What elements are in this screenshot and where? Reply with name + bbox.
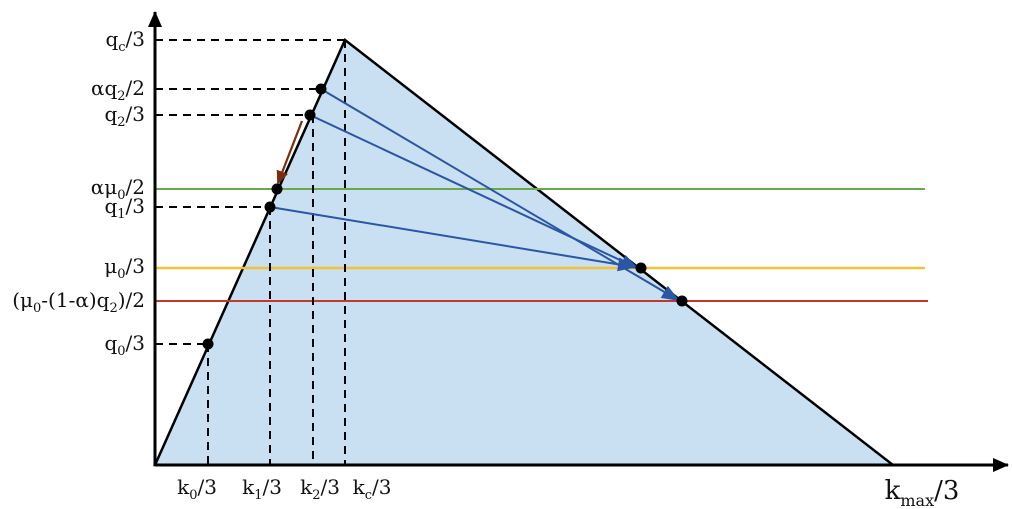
label-mix: (μ0-(1-α)q2)/2: [12, 288, 145, 316]
label-k1: k1/3: [242, 475, 282, 503]
blue-arrow-c: [269, 206, 636, 272]
label-q1: q1/3: [104, 194, 145, 222]
brown-arrow: [276, 120, 304, 185]
point-q0: [202, 338, 214, 350]
vertical-guides: [207, 40, 346, 465]
fundamental-triangle: [153, 38, 897, 467]
point-q2: [304, 109, 316, 121]
label-mu0: μ0/3: [104, 254, 145, 282]
label-k0: k0/3: [177, 475, 217, 503]
label-aq2: αq2/2: [91, 76, 145, 104]
label-qc: qc/3: [105, 27, 145, 55]
points: [202, 83, 688, 350]
label-kc: kc/3: [353, 475, 392, 503]
point-mix-right: [676, 295, 688, 307]
point-amu0: [271, 183, 283, 195]
label-amu0: αμ0/2: [91, 175, 145, 203]
blue-arrow-b: [309, 114, 639, 269]
point-mu0-right: [635, 262, 647, 274]
label-kmax: kmax/3: [885, 476, 960, 509]
horizontal-guides: [155, 39, 345, 345]
label-q0: q0/3: [104, 331, 145, 359]
point-q1: [264, 201, 276, 213]
label-k2: k2/3: [300, 475, 340, 503]
label-q2: q2/3: [104, 102, 145, 130]
point-aq2: [315, 83, 327, 95]
